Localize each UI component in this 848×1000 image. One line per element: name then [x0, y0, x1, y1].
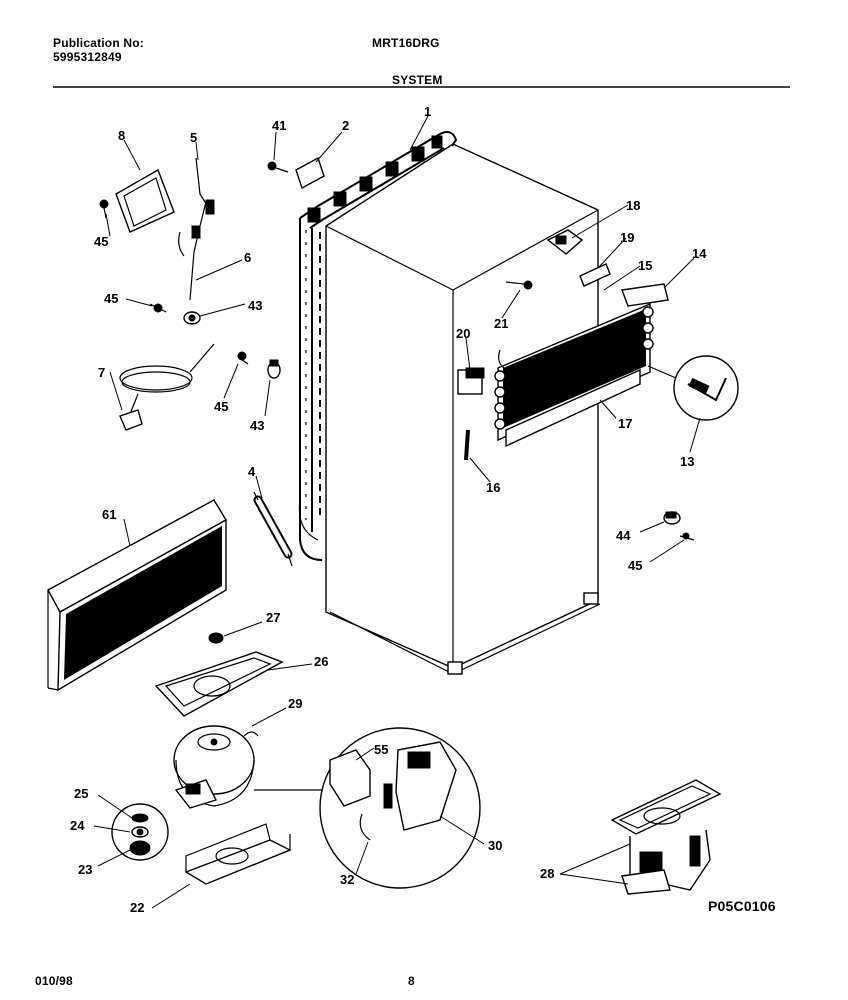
callout-44: 44: [616, 528, 631, 543]
filter-drier: [253, 491, 293, 567]
callout-16: 16: [486, 480, 500, 495]
callout-45b: 45: [104, 291, 118, 306]
callout-61: 61: [102, 507, 116, 522]
callout-26: 26: [314, 654, 328, 669]
leader-lines: [93, 115, 701, 909]
callout-22: 22: [130, 900, 144, 915]
callout-29: 29: [288, 696, 302, 711]
callout-1: 1: [424, 104, 431, 119]
screw-45d: [679, 532, 695, 541]
relay-detail: [319, 727, 481, 889]
callout-17: 17: [618, 416, 632, 431]
diagram-code: P05C0106: [708, 898, 776, 914]
callout-18: 18: [626, 198, 640, 213]
callout-24: 24: [70, 818, 85, 833]
callout-30: 30: [488, 838, 502, 853]
screw-45c: [237, 351, 249, 365]
thermostat: [546, 229, 584, 255]
drain-pan: [154, 651, 284, 717]
callout-43b: 43: [250, 418, 264, 433]
model-number: MRT16DRG: [372, 36, 440, 50]
wire-harness: [178, 157, 215, 301]
callout-32: 32: [340, 872, 354, 887]
screw-21: [505, 280, 533, 290]
callout-43a: 43: [248, 298, 262, 313]
callout-5: 5: [190, 130, 197, 145]
temperature-control: [457, 367, 485, 395]
grommet: [208, 632, 224, 644]
callout-41: 41: [272, 118, 286, 133]
callout-7: 7: [98, 365, 105, 380]
alternate-compressor: [610, 779, 722, 895]
screw-41: [267, 161, 289, 173]
callout-55: 55: [374, 742, 388, 757]
callout-2: 2: [342, 118, 349, 133]
callout-6: 6: [244, 250, 251, 265]
section-title: SYSTEM: [392, 73, 443, 87]
callout-4: 4: [248, 464, 256, 479]
callout-14: 14: [692, 246, 707, 261]
date-code: 010/98: [35, 974, 73, 988]
callout-20: 20: [456, 326, 470, 341]
screw-45b: [149, 303, 167, 313]
compressor: [173, 725, 340, 809]
condenser-coil: [298, 131, 458, 561]
page-number: 8: [408, 974, 415, 988]
clamp-44: [663, 511, 681, 525]
callout-28: 28: [540, 866, 554, 881]
publication-number: 5995312849: [53, 50, 122, 64]
clamp-43b: [267, 359, 281, 379]
callout-19: 19: [620, 230, 634, 245]
mounting-bracket: [295, 156, 325, 190]
callout-25: 25: [74, 786, 88, 801]
callout-15: 15: [638, 258, 652, 273]
clamp-43a: [183, 311, 201, 325]
mounting-grommet-detail: [111, 803, 169, 861]
screw-45a: [99, 199, 109, 219]
callout-45d: 45: [628, 558, 642, 573]
evaporator-bracket: [621, 283, 669, 307]
callouts: 1 2 4 5 6 7 8 13 14 15 16 17 18 19 20 21…: [70, 104, 707, 915]
heater-detail: [647, 355, 739, 421]
callout-27: 27: [266, 610, 280, 625]
callout-23: 23: [78, 862, 92, 877]
callout-8: 8: [118, 128, 125, 143]
access-cover: [115, 168, 175, 233]
callout-45c: 45: [214, 399, 228, 414]
drain-tube: [464, 429, 470, 461]
power-cord: [119, 343, 215, 431]
condenser-grille: [47, 499, 227, 692]
thermostat-clip: [579, 263, 611, 287]
publication-label: Publication No:: [53, 36, 144, 50]
callout-45a: 45: [94, 234, 108, 249]
evaporator: [494, 302, 654, 448]
callout-21: 21: [494, 316, 508, 331]
compressor-base: [184, 823, 292, 885]
callout-13: 13: [680, 454, 694, 469]
